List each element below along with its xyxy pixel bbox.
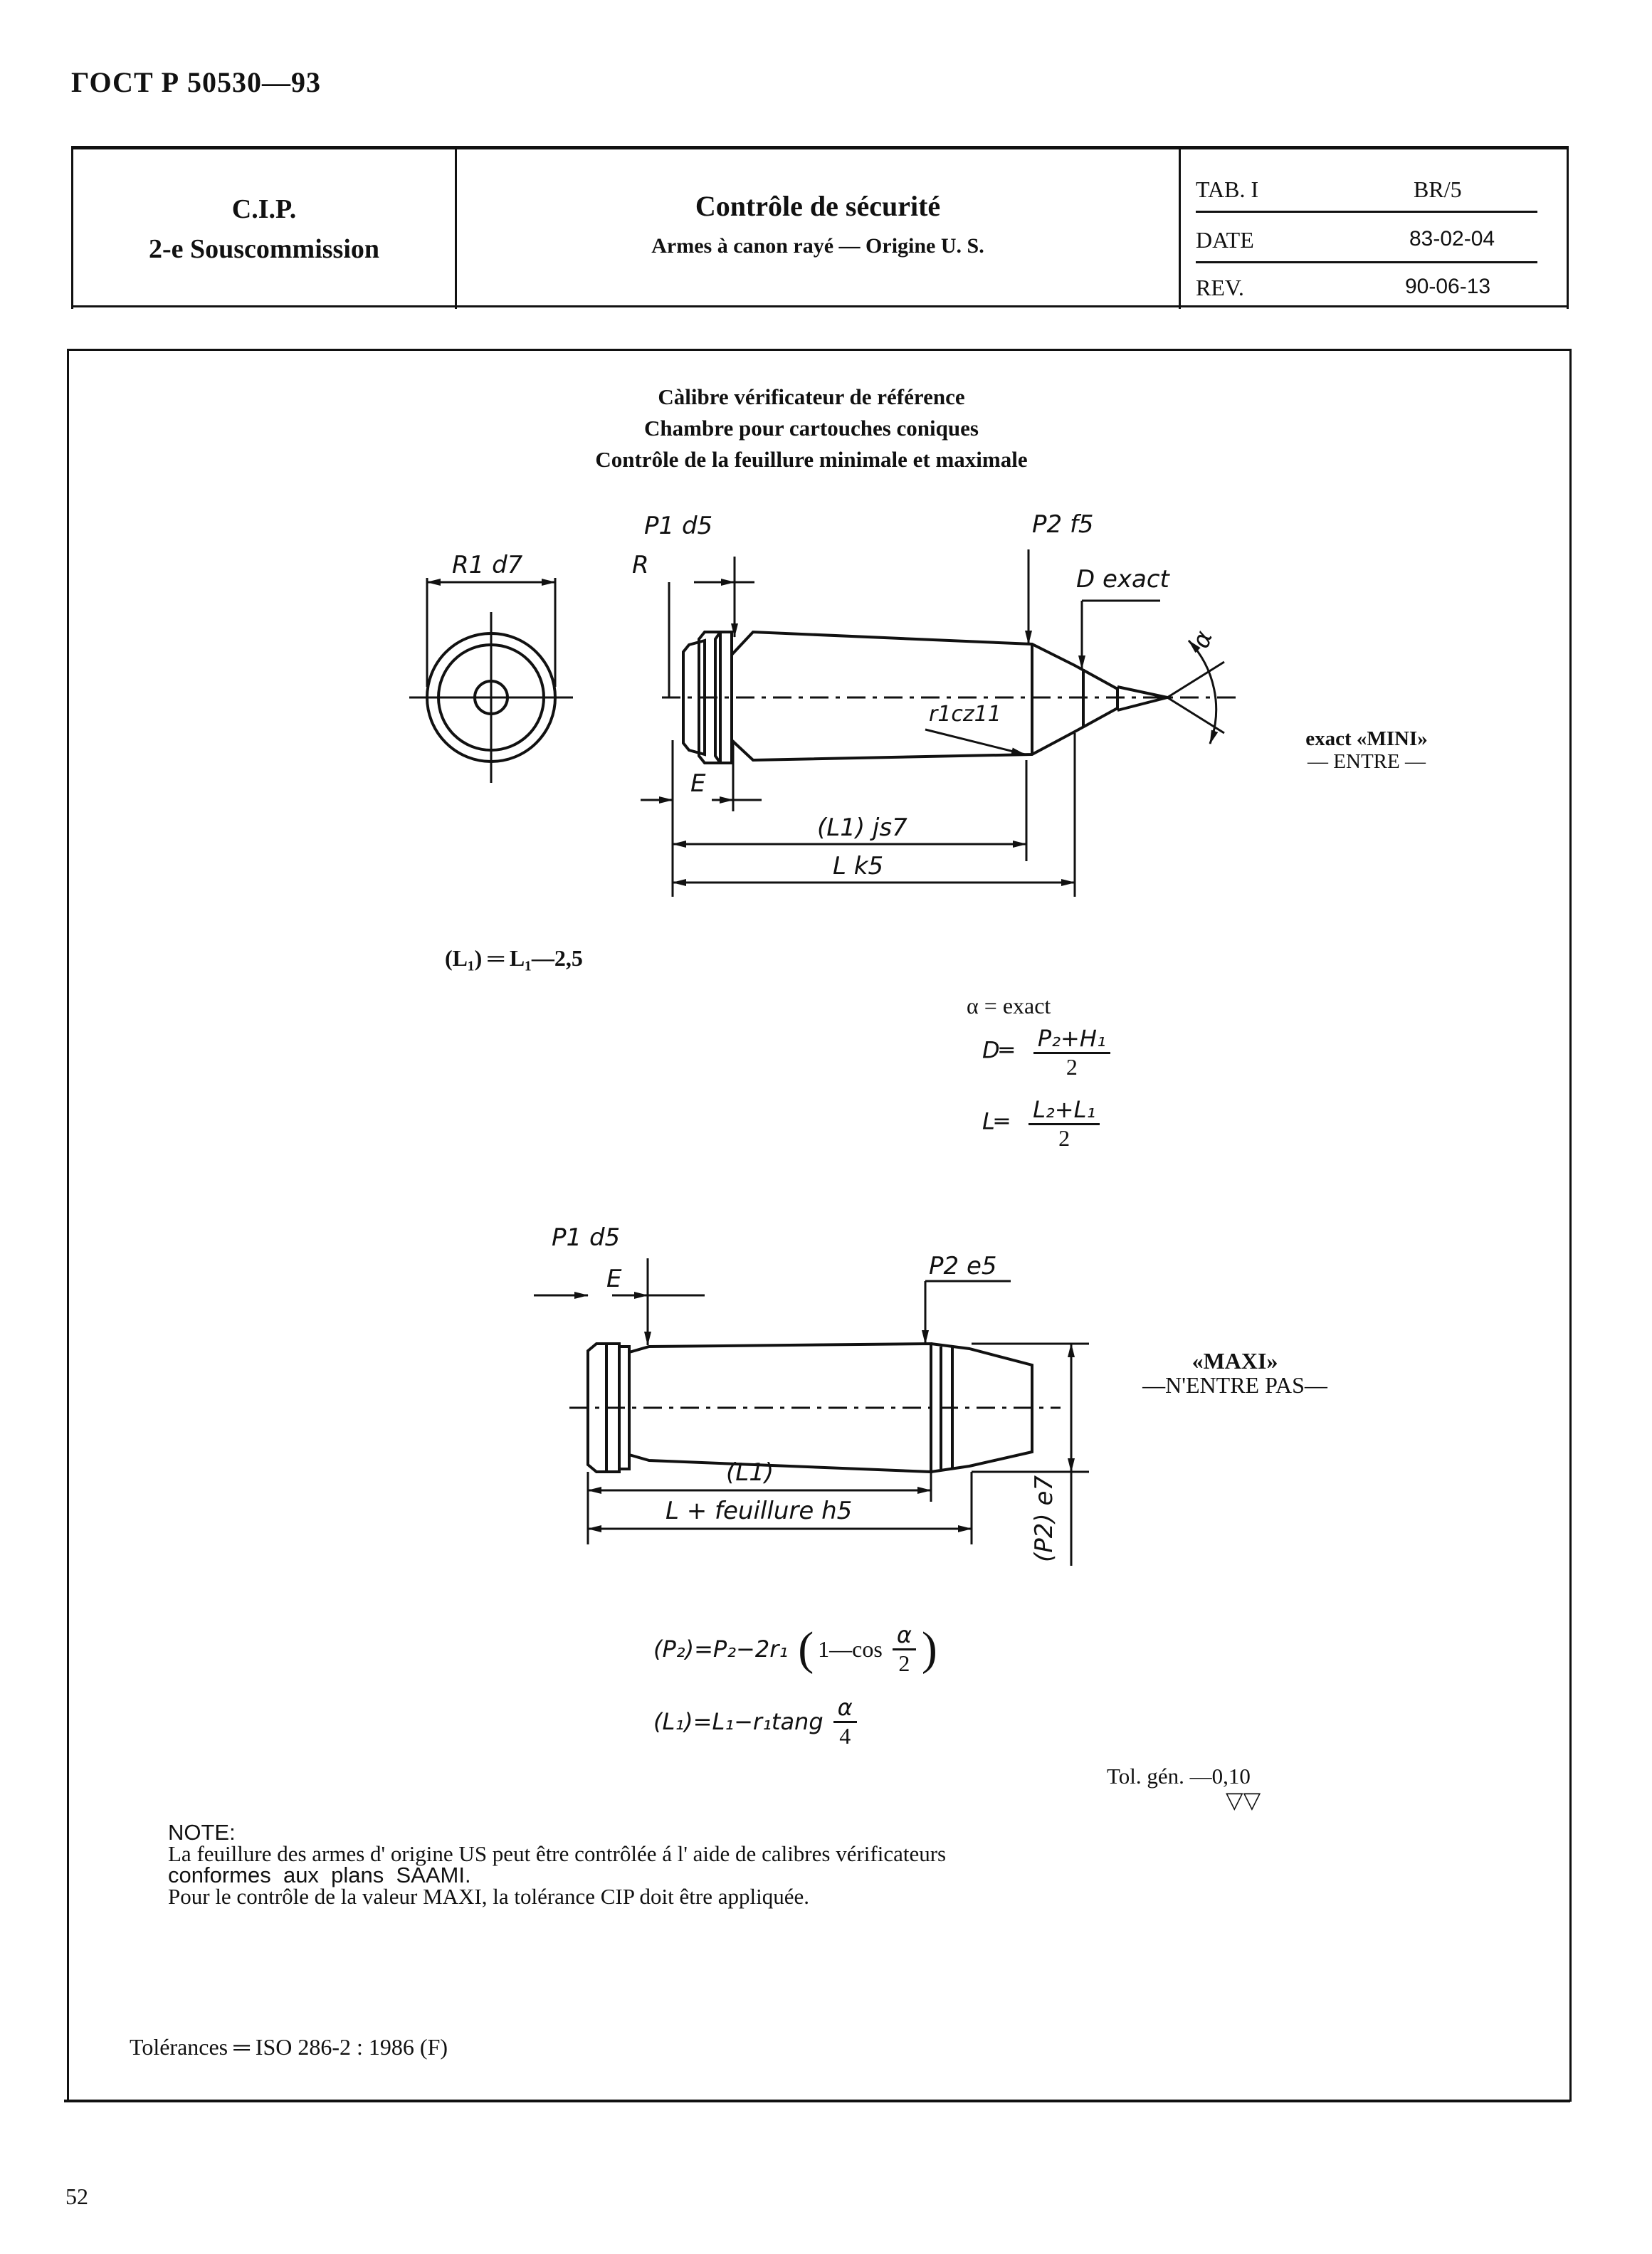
drawing-titles: Càlibre vérificateur de référence Chambr…: [498, 381, 1125, 475]
formula-l1-tang-lhs: (L₁)=L₁−r₁tang: [653, 1708, 824, 1735]
tolerance-general: Tol. gén. —0,10: [1107, 1764, 1251, 1789]
formula-p2-lhs: (P₂)=P₂−2r₁: [653, 1636, 789, 1663]
note-block: NOTE: La feuillure des armes d' origine …: [168, 1820, 947, 1909]
label-p1d5-top: P1 d5: [644, 512, 712, 540]
nentre-label: —N'ENTRE PAS—: [1142, 1372, 1327, 1398]
note-line-2: conformes aux plans SAAMI.: [168, 1863, 471, 1887]
formula-d-den: 2: [1066, 1054, 1078, 1080]
rev-value: 90-06-13: [1405, 275, 1491, 298]
header-left-cell: C.I.P. 2-e Souscommission: [73, 149, 457, 309]
header-right-cell: TAB. I BR/5 DATE 83-02-04 REV. 90-06-13: [1180, 149, 1550, 309]
note-title: NOTE:: [168, 1820, 236, 1845]
formula-l: L═ L₂+L₁ 2: [982, 1096, 1100, 1152]
tolerances-iso: Tolérances ═ ISO 286-2 : 1986 (F): [130, 2034, 448, 2060]
header-center-cell: Contrôle de sécurité Armes à canon rayé …: [457, 149, 1181, 309]
formula-p2-fraction: α 2: [892, 1621, 916, 1677]
label-dexact: D exact: [1076, 565, 1171, 594]
formula-d: D═ P₂+H₁ 2: [982, 1025, 1110, 1080]
label-r1d7: R1 d7: [452, 551, 523, 579]
formula-l1-tang-fraction: α 4: [833, 1694, 857, 1749]
note-line-3: Pour le contrôle de la valeur MAXI, la t…: [168, 1884, 809, 1909]
label-p2e5: P2 e5: [929, 1252, 997, 1280]
date-label: DATE: [1196, 227, 1254, 253]
label-l1js7: (L1) js7: [817, 813, 907, 842]
label-p2f5: P2 f5: [1032, 510, 1094, 539]
mini-label: exact «MINI»: [1305, 727, 1428, 750]
label-l1-bottom: (L1): [726, 1458, 774, 1487]
page-header: ГОСТ Р 50530—93: [71, 66, 322, 98]
label-alpha: α: [1187, 627, 1219, 652]
rev-label: REV.: [1196, 275, 1244, 300]
formula-l1-tang-den: 4: [839, 1723, 851, 1749]
date-value: 83-02-04: [1409, 227, 1495, 251]
title-line-3: Contrôle de la feuillure minimale et max…: [595, 447, 1028, 472]
paren-close: ): [921, 1623, 937, 1675]
formula-alpha: α = exact: [967, 993, 1051, 1018]
formula-l1: (L₁) ═ L₁—2,5: [445, 945, 583, 971]
subcommission-label: 2-e Souscommission: [148, 234, 380, 264]
entre-label: — ENTRE —: [1308, 750, 1426, 773]
org-label: C.I.P.: [231, 194, 297, 224]
header-subtitle: Armes à canon rayé — Origine U. S.: [651, 234, 984, 258]
maxi-nentre-note: «MAXI» —N'ENTRE PAS—: [1121, 1349, 1349, 1397]
title-line-1: Càlibre vérificateur de référence: [658, 384, 965, 409]
formula-p2-mid: 1—cos: [818, 1636, 883, 1662]
header-row-date: DATE 83-02-04: [1196, 224, 1537, 263]
gauge1-end-view: [409, 578, 573, 783]
header-row-rev: REV. 90-06-13: [1196, 272, 1537, 305]
formula-p2-frac-num: α: [892, 1621, 916, 1650]
header-box: C.I.P. 2-e Souscommission Contrôle de sé…: [71, 146, 1569, 309]
tolerance-marks: ▽▽: [1226, 1787, 1261, 1813]
note-line-1: La feuillure des armes d' origine US peu…: [168, 1841, 947, 1866]
drawing-frame: [67, 349, 1572, 2102]
label-lk5: L k5: [833, 852, 883, 880]
formula-l1-tang: (L₁)=L₁−r₁tang α 4: [653, 1694, 857, 1749]
gauge1-side-view: [641, 549, 1238, 897]
paren-open: (: [798, 1623, 814, 1675]
label-lfeuillure: L + feuillure h5: [665, 1497, 852, 1525]
formula-l-num: L₂+L₁: [1028, 1096, 1100, 1125]
page-number: 52: [65, 2184, 88, 2209]
formula-l-den: 2: [1058, 1125, 1070, 1151]
label-r1cz11: r1cz11: [929, 702, 1001, 727]
header-bottom-rule: [71, 305, 1569, 307]
formula-d-num: P₂+H₁: [1033, 1025, 1110, 1054]
label-p2e7: (P2) e7: [1030, 1475, 1058, 1562]
label-p1d5-bottom: P1 d5: [552, 1223, 620, 1252]
formula-d-lhs: D═: [982, 1036, 1014, 1064]
tab-label: TAB. I: [1196, 177, 1259, 202]
drawing-frame-bottom: [64, 2100, 1570, 2102]
gauge2-side-view: [534, 1258, 1089, 1566]
formula-l-fraction: L₂+L₁ 2: [1028, 1096, 1100, 1152]
formula-l1-tang-num: α: [833, 1694, 857, 1723]
formula-p2-frac-den: 2: [898, 1650, 910, 1676]
maxi-label: «MAXI»: [1191, 1348, 1278, 1374]
header-row-tab: TAB. I BR/5: [1196, 172, 1537, 213]
label-e-bottom: E: [606, 1265, 622, 1293]
formula-l-lhs: L═: [982, 1107, 1009, 1135]
formula-p2: (P₂)=P₂−2r₁ ( 1—cos α 2 ): [653, 1621, 937, 1677]
header-title: Contrôle de sécurité: [695, 190, 941, 222]
formula-d-fraction: P₂+H₁ 2: [1033, 1025, 1110, 1080]
label-e-top: E: [690, 769, 706, 798]
mini-entre-note: exact «MINI» — ENTRE —: [1295, 727, 1438, 773]
label-r: R: [632, 551, 649, 579]
title-line-2: Chambre pour cartouches coniques: [644, 416, 979, 441]
tab-value: BR/5: [1414, 177, 1462, 202]
